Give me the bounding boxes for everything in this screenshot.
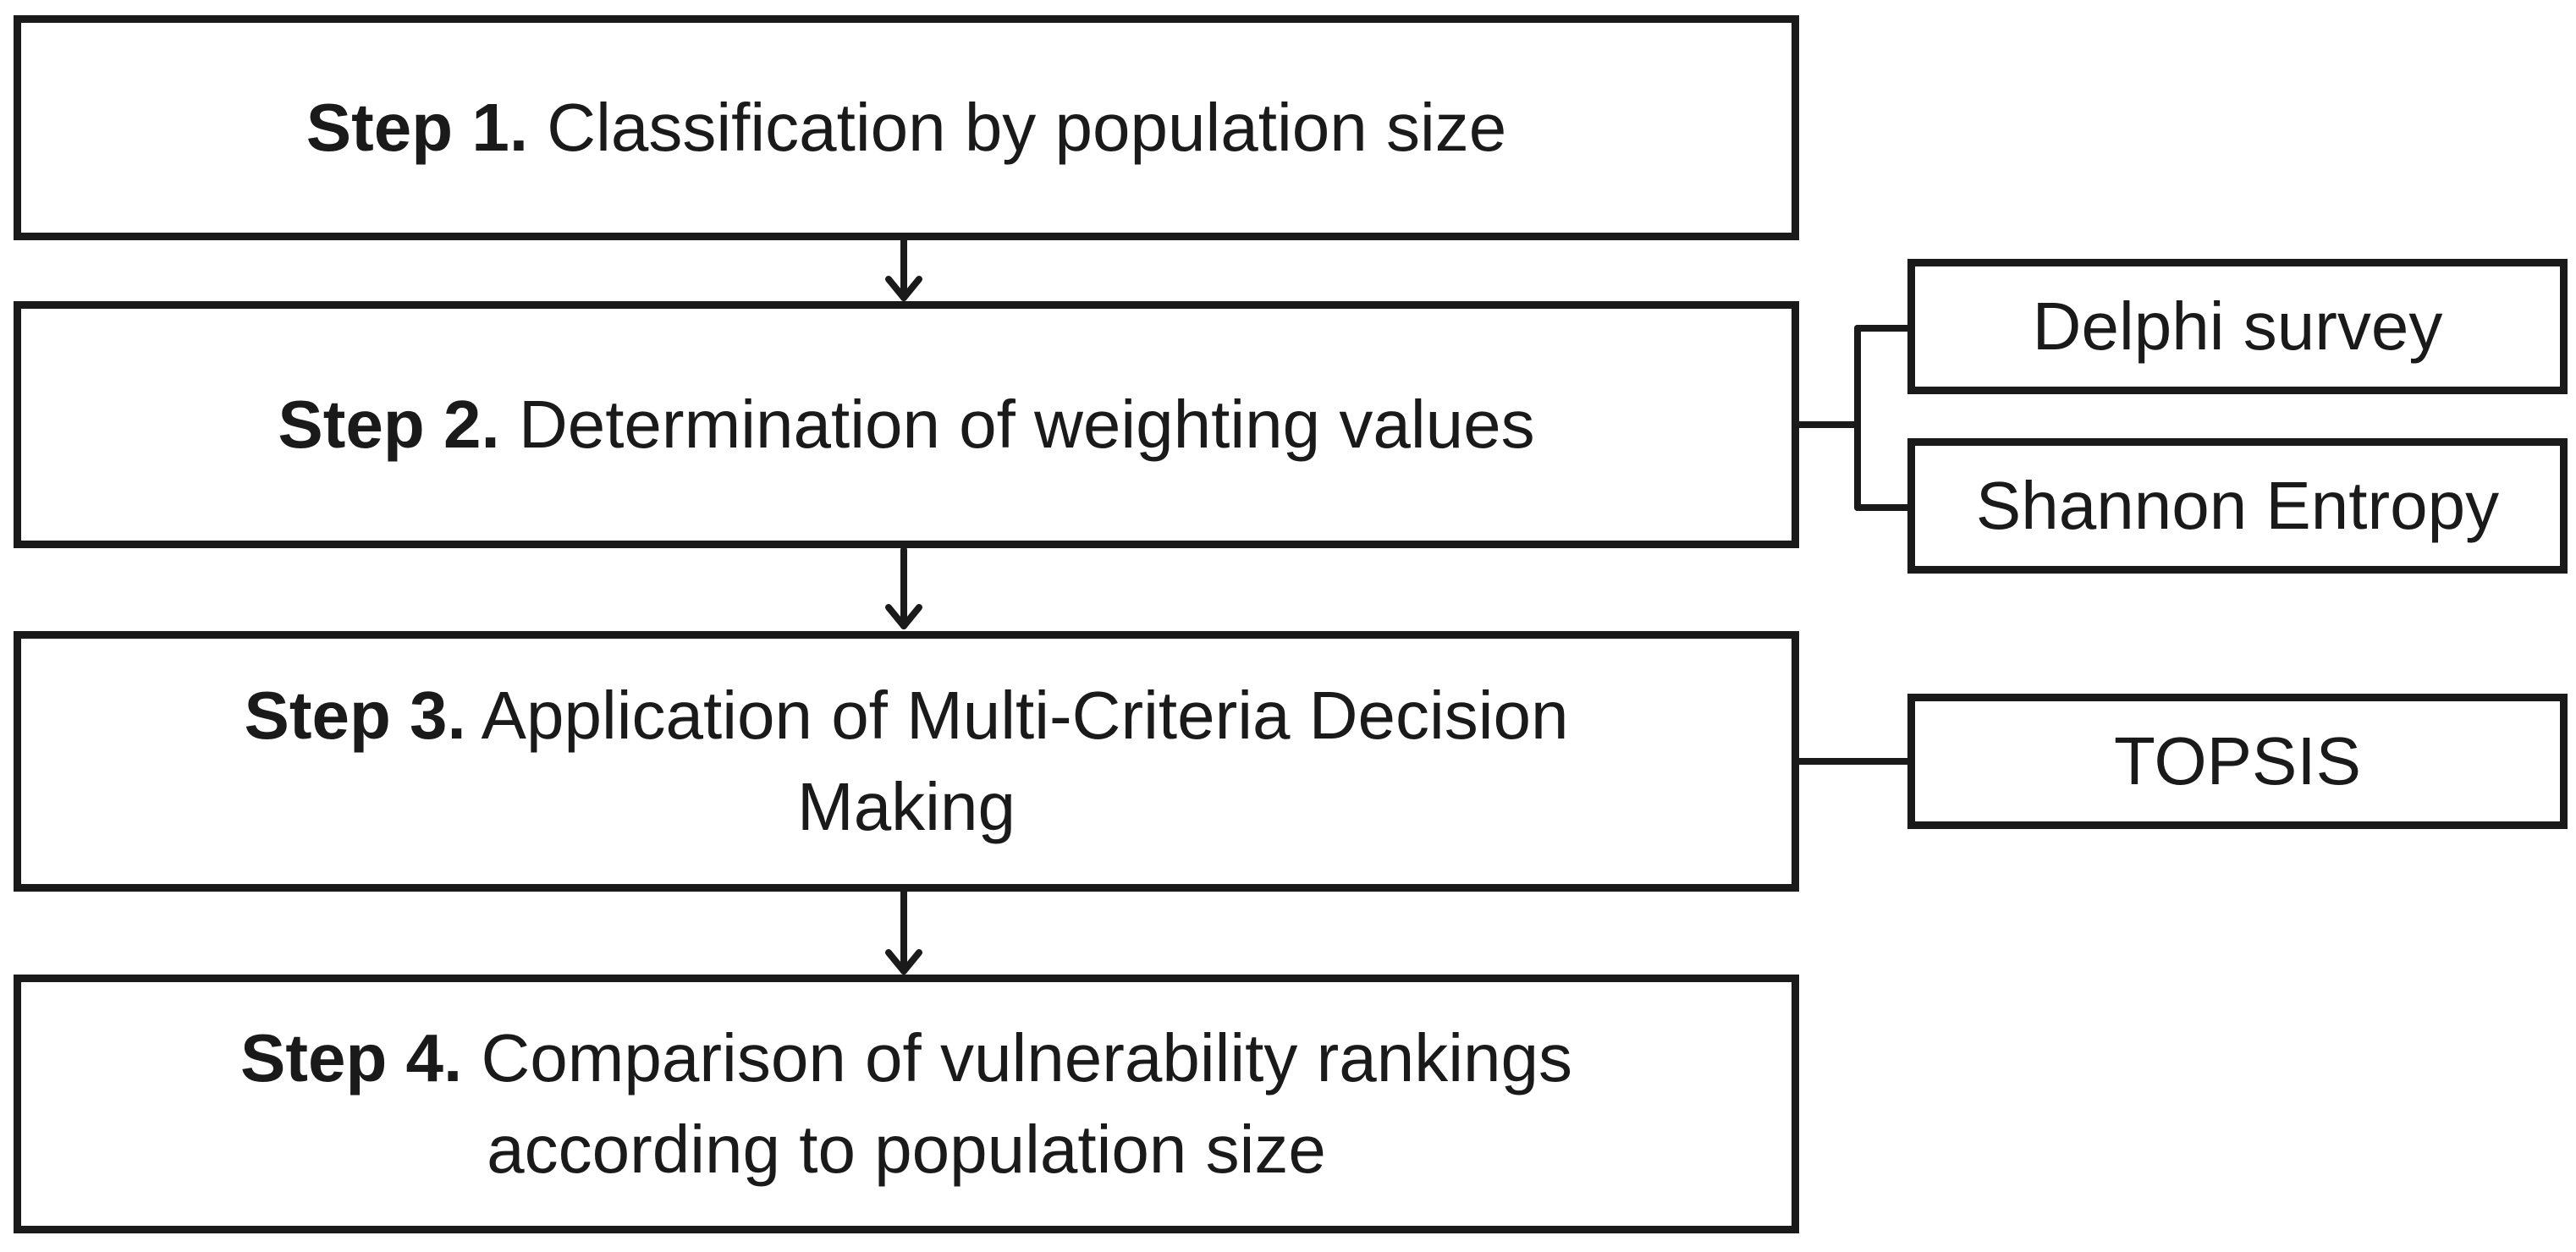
shannon-entropy-label: Shannon Entropy [1975, 468, 2500, 543]
step-3-box: Step 3. Application of Multi-Criteria De… [14, 631, 1799, 892]
step-2-text: Step 2. Determination of weighting value… [151, 379, 1661, 470]
step-2-label: Step 2. [278, 387, 500, 462]
step-1-label: Step 1. [305, 90, 529, 165]
arrow-step3-to-step4 [885, 887, 922, 975]
topsis-box: TOPSIS [1907, 694, 2568, 829]
shannon-entropy-box: Shannon Entropy [1907, 438, 2568, 574]
step-4-text: Step 4. Comparison of vulnerability rank… [21, 1013, 1792, 1195]
step-2-box: Step 2. Determination of weighting value… [14, 301, 1799, 548]
step-3-text: Step 3. Application of Multi-Criteria De… [21, 670, 1792, 853]
topsis-label: TOPSIS [2114, 723, 2361, 799]
step-4-description: Comparison of vulnerability rankings acc… [481, 1020, 1573, 1187]
delphi-survey-label: Delphi survey [2032, 288, 2443, 364]
arrow-step2-to-step3 [885, 546, 922, 629]
bracket-step2-methods [1791, 325, 1914, 511]
step-1-text: Step 1. Classification by population siz… [179, 82, 1634, 173]
step-1-description: Classification by population size [547, 90, 1507, 165]
delphi-survey-box: Delphi survey [1907, 259, 2568, 394]
step-4-box: Step 4. Comparison of vulnerability rank… [14, 975, 1799, 1233]
step-3-description: Application of Multi-Criteria Decision M… [481, 678, 1569, 844]
step-1-box: Step 1. Classification by population siz… [14, 15, 1799, 240]
arrow-step1-to-step2 [885, 235, 922, 301]
step-4-label: Step 4. [239, 1020, 463, 1096]
step-2-description: Determination of weighting values [518, 387, 1535, 462]
step-3-label: Step 3. [244, 678, 466, 753]
